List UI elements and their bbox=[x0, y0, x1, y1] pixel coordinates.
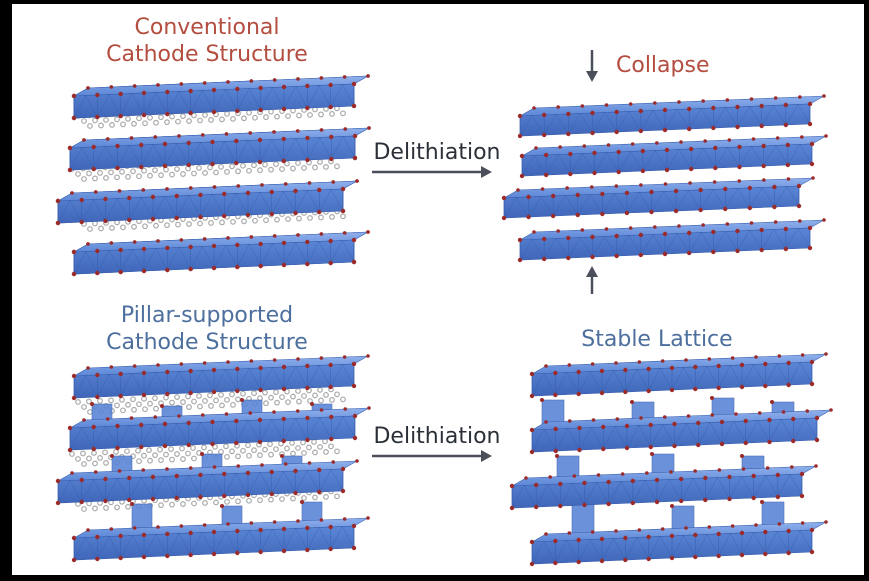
stable-lattice-structure bbox=[509, 352, 833, 567]
conventional-slab-front-3 bbox=[55, 179, 359, 226]
stable-lattice-title: Stable Lattice bbox=[581, 327, 733, 352]
pillar-title-line2: Cathode Structure bbox=[106, 330, 308, 355]
stable-slab-4 bbox=[529, 520, 828, 567]
conventional-cathode-title: Conventional Cathode Structure bbox=[72, 14, 342, 68]
pillar-slab-4 bbox=[71, 516, 370, 563]
delithiation-arrow-top bbox=[372, 166, 492, 178]
collapsed-structure bbox=[501, 94, 828, 263]
collapsed-slab-1 bbox=[517, 94, 826, 139]
stable-slab-3 bbox=[509, 464, 818, 511]
pillar-title-line1: Pillar-supported bbox=[120, 303, 294, 328]
collapsed-slab-3 bbox=[501, 176, 815, 221]
conventional-title-line2: Cathode Structure bbox=[106, 42, 308, 67]
conventional-slab-front-2 bbox=[67, 126, 371, 173]
collapsed-slab-4 bbox=[517, 218, 826, 263]
collapse-arrow-up bbox=[586, 266, 598, 294]
collapsed-slab-2 bbox=[519, 134, 828, 179]
conventional-slab-front-4 bbox=[71, 230, 370, 277]
pillar-slab-2 bbox=[67, 406, 371, 453]
diagram-canvas: Conventional Cathode Structure Pillar-su… bbox=[12, 4, 864, 575]
conventional-structure bbox=[55, 74, 371, 277]
collapse-label: Collapse bbox=[616, 53, 710, 78]
conventional-slab-front-1 bbox=[71, 74, 370, 121]
pillar-slab-3 bbox=[55, 459, 359, 506]
pillar-cathode-title: Pillar-supported Cathode Structure bbox=[72, 302, 342, 356]
collapse-arrow-down bbox=[586, 50, 598, 82]
delithiation-label-top: Delithiation bbox=[373, 140, 501, 165]
pillar-supported-structure bbox=[55, 354, 371, 563]
diagram-art bbox=[55, 50, 833, 567]
pillar-slab-1 bbox=[71, 354, 370, 401]
delithiation-label-bottom: Delithiation bbox=[373, 424, 501, 449]
stable-slab-2 bbox=[529, 408, 833, 455]
conventional-title-line1: Conventional bbox=[134, 15, 280, 40]
delithiation-arrow-bottom bbox=[372, 450, 492, 462]
stable-slab-1 bbox=[529, 352, 828, 399]
